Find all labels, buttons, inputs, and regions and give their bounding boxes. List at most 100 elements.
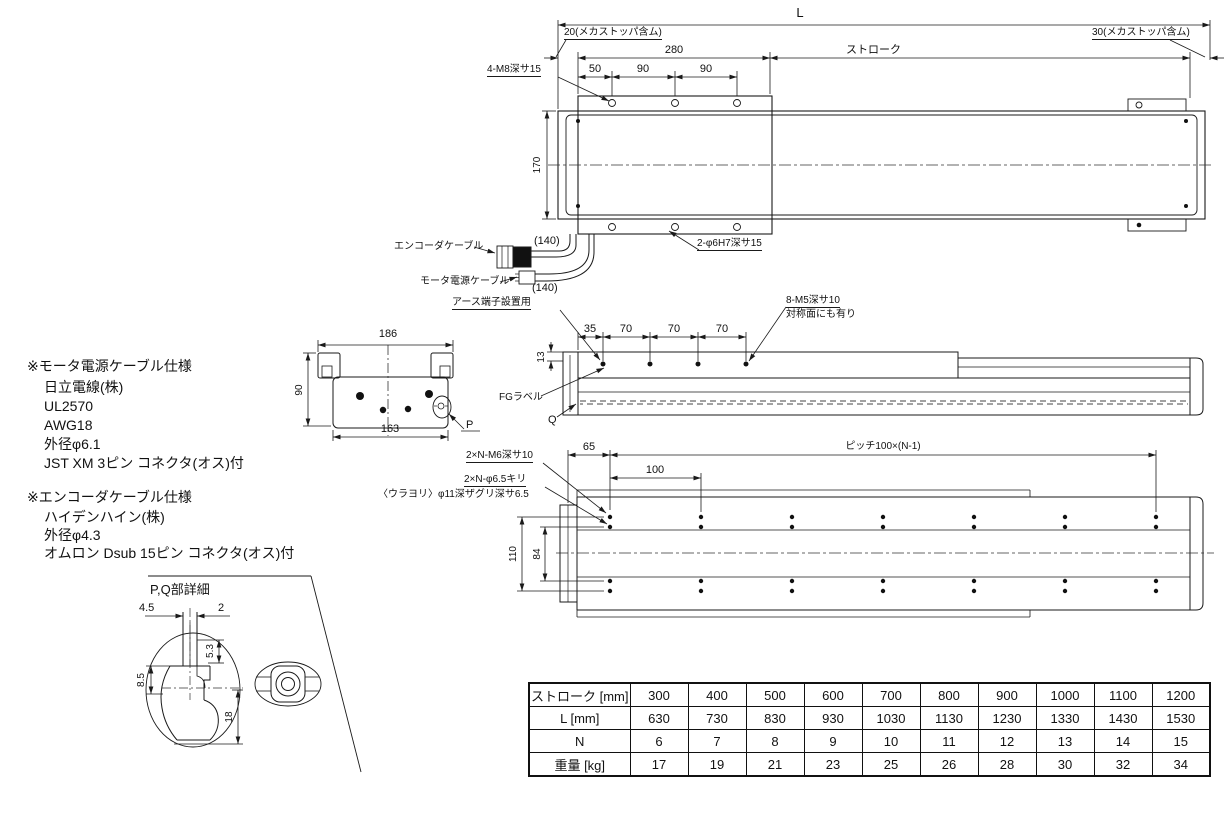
table-cell: 1330 — [1035, 706, 1095, 730]
note-motor-cable-diameter: 外径φ6.1 — [44, 436, 101, 452]
dim-35: 35 — [583, 323, 597, 335]
top-view-dimensions — [542, 20, 1224, 251]
label-m5-holes: 8-M5深サ10 — [786, 295, 840, 308]
dim-motor-cable-length: (140) — [532, 282, 558, 294]
label-detail-q: Q — [548, 414, 557, 426]
spec-table: ストローク [mm] 300 400 500 600 700 800 900 1… — [528, 682, 1211, 777]
table-cell: 6 — [629, 729, 689, 753]
table-cell: 400 — [687, 682, 747, 707]
dim-encoder-cable-length: (140) — [534, 235, 560, 247]
dim-2: 2 — [218, 602, 225, 614]
table-row-n: N 6 7 8 9 10 11 12 13 14 15 — [528, 729, 1211, 753]
dim-90-section: 90 — [294, 384, 305, 396]
dim-4-5: 4.5 — [139, 602, 155, 614]
row-header-n: N — [528, 729, 631, 753]
table-cell: 21 — [745, 752, 805, 777]
table-cell: 1000 — [1035, 682, 1095, 707]
table-cell: 1100 — [1093, 682, 1153, 707]
dim-70b: 70 — [667, 323, 681, 335]
table-cell: 15 — [1151, 729, 1211, 753]
note-motor-cable-title: ※モータ電源ケーブル仕様 — [27, 358, 192, 374]
table-cell: 1200 — [1151, 682, 1211, 707]
table-cell: 600 — [803, 682, 863, 707]
table-cell: 23 — [803, 752, 863, 777]
label-m6-holes: 2×N-M6深サ10 — [466, 450, 533, 463]
table-cell: 1530 — [1151, 706, 1211, 730]
table-cell: 34 — [1151, 752, 1211, 777]
side-view-dimensions — [540, 306, 787, 418]
table-cell: 12 — [977, 729, 1037, 753]
dim-110: 110 — [508, 546, 519, 562]
table-cell: 1230 — [977, 706, 1037, 730]
table-cell: 10 — [861, 729, 921, 753]
dim-90a: 90 — [636, 63, 650, 75]
table-cell: 1030 — [861, 706, 921, 730]
section-view-linework — [317, 345, 454, 436]
table-cell: 1430 — [1093, 706, 1153, 730]
dim-280: 280 — [664, 44, 684, 56]
table-cell: 630 — [629, 706, 689, 730]
table-cell: 8 — [745, 729, 805, 753]
table-cell: 800 — [919, 682, 979, 707]
label-encoder-cable: エンコーダケーブル — [394, 241, 484, 252]
bottom-view-dimensions — [517, 450, 1157, 592]
row-header-stroke: ストローク [mm] — [528, 682, 631, 707]
dim-18: 18 — [224, 711, 235, 723]
table-cell: 11 — [919, 729, 979, 753]
label-drill-holes: 2×N-φ6.5キリ — [464, 474, 527, 487]
dim-90b: 90 — [699, 63, 713, 75]
table-cell: 900 — [977, 682, 1037, 707]
dim-84: 84 — [532, 548, 543, 560]
dim-8-5: 8.5 — [136, 673, 147, 687]
detail-view-linework — [145, 575, 362, 773]
note-motor-cable-maker: 日立電線(株) — [44, 379, 124, 395]
table-cell: 7 — [687, 729, 747, 753]
note-motor-cable-gauge: AWG18 — [44, 417, 93, 433]
table-cell: 30 — [1035, 752, 1095, 777]
dim-13: 13 — [536, 351, 547, 363]
table-cell: 930 — [803, 706, 863, 730]
bottom-view-holes — [607, 514, 1159, 594]
table-cell: 1130 — [919, 706, 979, 730]
table-cell: 14 — [1093, 729, 1153, 753]
bottom-view-linework — [556, 489, 1214, 618]
label-counterbore: 〈ウラヨリ〉φ11深ザグリ深サ6.5 — [378, 489, 529, 500]
note-motor-cable-standard: UL2570 — [44, 398, 94, 414]
label-motor-cable: モータ電源ケーブル — [420, 276, 510, 287]
table-cell: 9 — [803, 729, 863, 753]
dim-5-3: 5.3 — [205, 644, 216, 658]
table-cell: 32 — [1093, 752, 1153, 777]
dim-stroke: ストローク — [846, 44, 901, 56]
table-cell: 13 — [1035, 729, 1095, 753]
note-encoder-cable-diameter: 外径φ4.3 — [44, 527, 101, 543]
table-row-weight: 重量 [kg] 17 19 21 23 25 26 28 30 32 34 — [528, 752, 1211, 777]
section-view-dimensions — [303, 340, 480, 441]
note-encoder-cable-maker: ハイデンハイン(株) — [44, 509, 165, 525]
side-view-linework — [562, 351, 1204, 416]
label-earth-terminal: アース端子設置用 — [452, 297, 531, 310]
table-cell: 730 — [687, 706, 747, 730]
table-cell: 25 — [861, 752, 921, 777]
row-header-weight: 重量 [kg] — [528, 752, 631, 777]
dim-70c: 70 — [715, 323, 729, 335]
note-encoder-cable-title: ※エンコーダケーブル仕様 — [27, 489, 192, 505]
table-cell: 17 — [629, 752, 689, 777]
dim-65: 65 — [582, 441, 596, 453]
note-motor-cable-connector: JST XM 3ピン コネクタ(オス)付 — [44, 455, 244, 471]
dim-total-length: L — [796, 5, 804, 20]
table-cell: 500 — [745, 682, 805, 707]
table-row-length: L [mm] 630 730 830 930 1030 1130 1230 13… — [528, 706, 1211, 730]
dim-163: 163 — [380, 423, 400, 435]
table-cell: 26 — [919, 752, 979, 777]
note-encoder-cable-connector: オムロン Dsub 15ピン コネクタ(オス)付 — [44, 545, 295, 561]
dim-70a: 70 — [619, 323, 633, 335]
label-detail-p: P — [466, 419, 474, 431]
dim-left-end-with-stopper: 20(メカストッパ含ム) — [564, 27, 662, 40]
label-fg: FGラベル — [499, 392, 543, 403]
top-view-linework — [548, 95, 1212, 235]
label-m5-note: 対称面にも有り — [786, 309, 856, 320]
table-cell: 28 — [977, 752, 1037, 777]
dim-100: 100 — [645, 464, 665, 476]
table-cell: 19 — [687, 752, 747, 777]
